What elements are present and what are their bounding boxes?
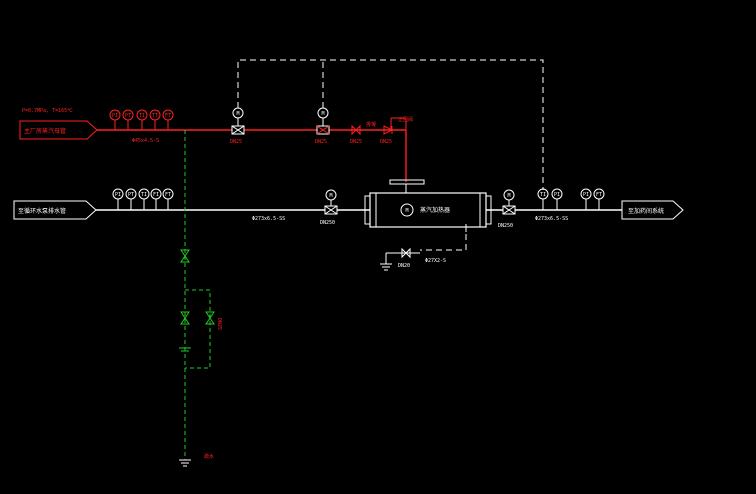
steam-instrument-bubble[interactable] <box>136 109 148 121</box>
heater-label: 蒸汽加热器 <box>420 206 450 214</box>
bypass-valve-size: DN25 <box>216 318 222 330</box>
drain-pipe-spec: Φ27X2-S <box>425 258 446 264</box>
water-instrument-tag: PI <box>115 192 121 198</box>
water-motor-valve-right[interactable]: M <box>502 189 516 215</box>
water-instrument-tag: FT <box>165 192 171 198</box>
steam-small-label: 止回阀 <box>398 116 413 123</box>
water-instrument-tag: PI <box>583 192 589 198</box>
water-instrument-bubble[interactable] <box>593 188 605 200</box>
steam-motor-valve-2[interactable]: M <box>316 107 330 135</box>
steam-source-label: 主厂房蒸汽母管 <box>24 127 66 135</box>
condensate-drain-line: DN25 疏水 <box>179 130 222 467</box>
water-instrument-tag: PT <box>128 192 134 198</box>
steam-instrument-bubble[interactable] <box>109 109 121 121</box>
steam-instrument-bubble[interactable] <box>162 109 174 121</box>
steam-motor-valve-1[interactable]: M <box>231 107 245 135</box>
motor-tag: M <box>329 193 332 199</box>
water-instrument-tag: TI <box>141 192 147 198</box>
water-instrument-bubble[interactable] <box>150 188 162 200</box>
water-motor-valve-left[interactable]: M <box>324 189 338 215</box>
water-source-label: 至循环水泵排水管 <box>18 207 66 215</box>
water-outlet-instruments: TI PI PI FT <box>537 188 605 210</box>
steam-small-label: 排凝 <box>366 121 376 128</box>
water-instrument-bubble[interactable] <box>551 188 563 200</box>
heater-tag: M <box>405 208 408 214</box>
control-signal-lines <box>237 59 544 251</box>
water-instrument-tag: PI <box>554 192 560 198</box>
steam-instrument-bubble[interactable] <box>122 109 134 121</box>
steam-valve-size: DN25 <box>350 139 362 145</box>
steam-check-valve-4[interactable] <box>383 125 394 135</box>
steam-instrument-tag: PT <box>125 113 131 119</box>
water-valve-size-left: DN250 <box>320 220 335 226</box>
steam-instrument-tag: TI <box>139 113 145 119</box>
water-instrument-tag: TI <box>540 192 546 198</box>
water-instrument-bubble[interactable] <box>112 188 124 200</box>
steam-instrument-tag: TT <box>152 113 158 119</box>
water-valve-size-right: DN250 <box>498 223 513 229</box>
water-instrument-bubble[interactable] <box>138 188 150 200</box>
water-inlet-instruments: PI PT TI FI FT <box>112 188 174 210</box>
motor-tag: M <box>236 111 239 117</box>
steam-heater[interactable]: M 蒸汽加热器 <box>364 179 492 232</box>
steam-valve-size: DN25 <box>380 139 392 145</box>
drain-valve[interactable] <box>401 247 411 259</box>
drain-valve-size: DN20 <box>398 263 410 269</box>
motor-tag: M <box>507 193 510 199</box>
drain-valve-top[interactable] <box>180 249 190 263</box>
drain-bottom-label: 疏水 <box>204 453 214 460</box>
water-instrument-bubble[interactable] <box>580 188 592 200</box>
water-dest-box <box>621 200 684 220</box>
steam-source-box <box>19 120 98 140</box>
water-instrument-tag: FI <box>153 192 159 198</box>
heater-drain: DN20 Φ27X2-S <box>380 247 446 271</box>
water-instrument-bubble[interactable] <box>125 188 137 200</box>
steam-instrument-tag: FT <box>165 113 171 119</box>
water-instrument-bubble[interactable] <box>162 188 174 200</box>
steam-instrument-bubble[interactable] <box>149 109 161 121</box>
steam-line: 主厂房蒸汽母管 P=0.7MPa, T=165℃ PI PT TI TT FT … <box>19 107 413 182</box>
steam-instrument-tag: PI <box>112 113 118 119</box>
steam-valve-size: DN25 <box>315 139 327 145</box>
motor-tag: M <box>321 111 324 117</box>
steam-valve-3[interactable] <box>351 124 361 136</box>
water-instrument-tag: FT <box>596 192 602 198</box>
water-dest-label: 至加药间系统 <box>628 207 664 215</box>
water-line: 至循环水泵排水管 至加药间系统 PI PT TI FI FT Φ273x6.5-… <box>13 188 684 229</box>
steam-instruments: PI PT TI TT FT <box>109 109 174 130</box>
drain-bypass-valve[interactable] <box>205 311 215 325</box>
steam-header-text: P=0.7MPa, T=165℃ <box>22 108 73 114</box>
water-pipe-spec-right: Φ273x6.5-SS <box>535 216 568 222</box>
drain-valve-mid[interactable] <box>180 311 190 325</box>
steam-valve-size: DN25 <box>230 139 242 145</box>
water-instrument-bubble[interactable] <box>537 188 549 200</box>
water-pipe-spec-left: Φ273x6.5-SS <box>252 216 285 222</box>
steam-pipe-spec: Φ45x4.5-S <box>132 138 159 144</box>
water-source-box <box>13 200 97 220</box>
